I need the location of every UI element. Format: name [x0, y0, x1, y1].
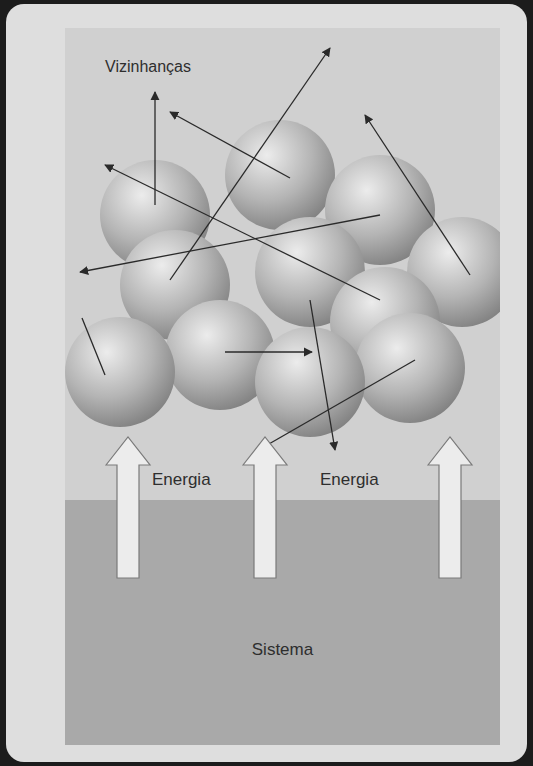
page-ground [6, 4, 527, 762]
particle [355, 313, 465, 423]
motion-arrow [255, 360, 415, 452]
system-band: Sistema [65, 500, 500, 745]
particle [65, 317, 175, 427]
energy-arrow [243, 437, 287, 578]
motion-arrow [154, 92, 155, 205]
energy-label: Energia [320, 470, 379, 490]
motion-line [82, 318, 105, 375]
particle [225, 120, 335, 230]
particles [65, 120, 500, 437]
energy-arrows [106, 437, 472, 578]
motion-arrow [365, 115, 470, 275]
energy-arrow [106, 437, 150, 578]
motion-arrow [80, 215, 380, 272]
region-label: Vizinhanças [105, 58, 191, 76]
motion-arrow [105, 165, 380, 300]
motion-arrows [80, 48, 470, 452]
motion-arrow [170, 48, 330, 280]
surroundings-region: Vizinhanças [65, 28, 500, 500]
motion-arrow [310, 300, 335, 450]
motion-arrow [170, 112, 290, 178]
energy-arrow [428, 437, 472, 578]
figure [65, 28, 500, 745]
band-label: Sistema [252, 640, 313, 660]
motion-arrow [225, 351, 312, 352]
energy-label: Energia [152, 470, 211, 490]
